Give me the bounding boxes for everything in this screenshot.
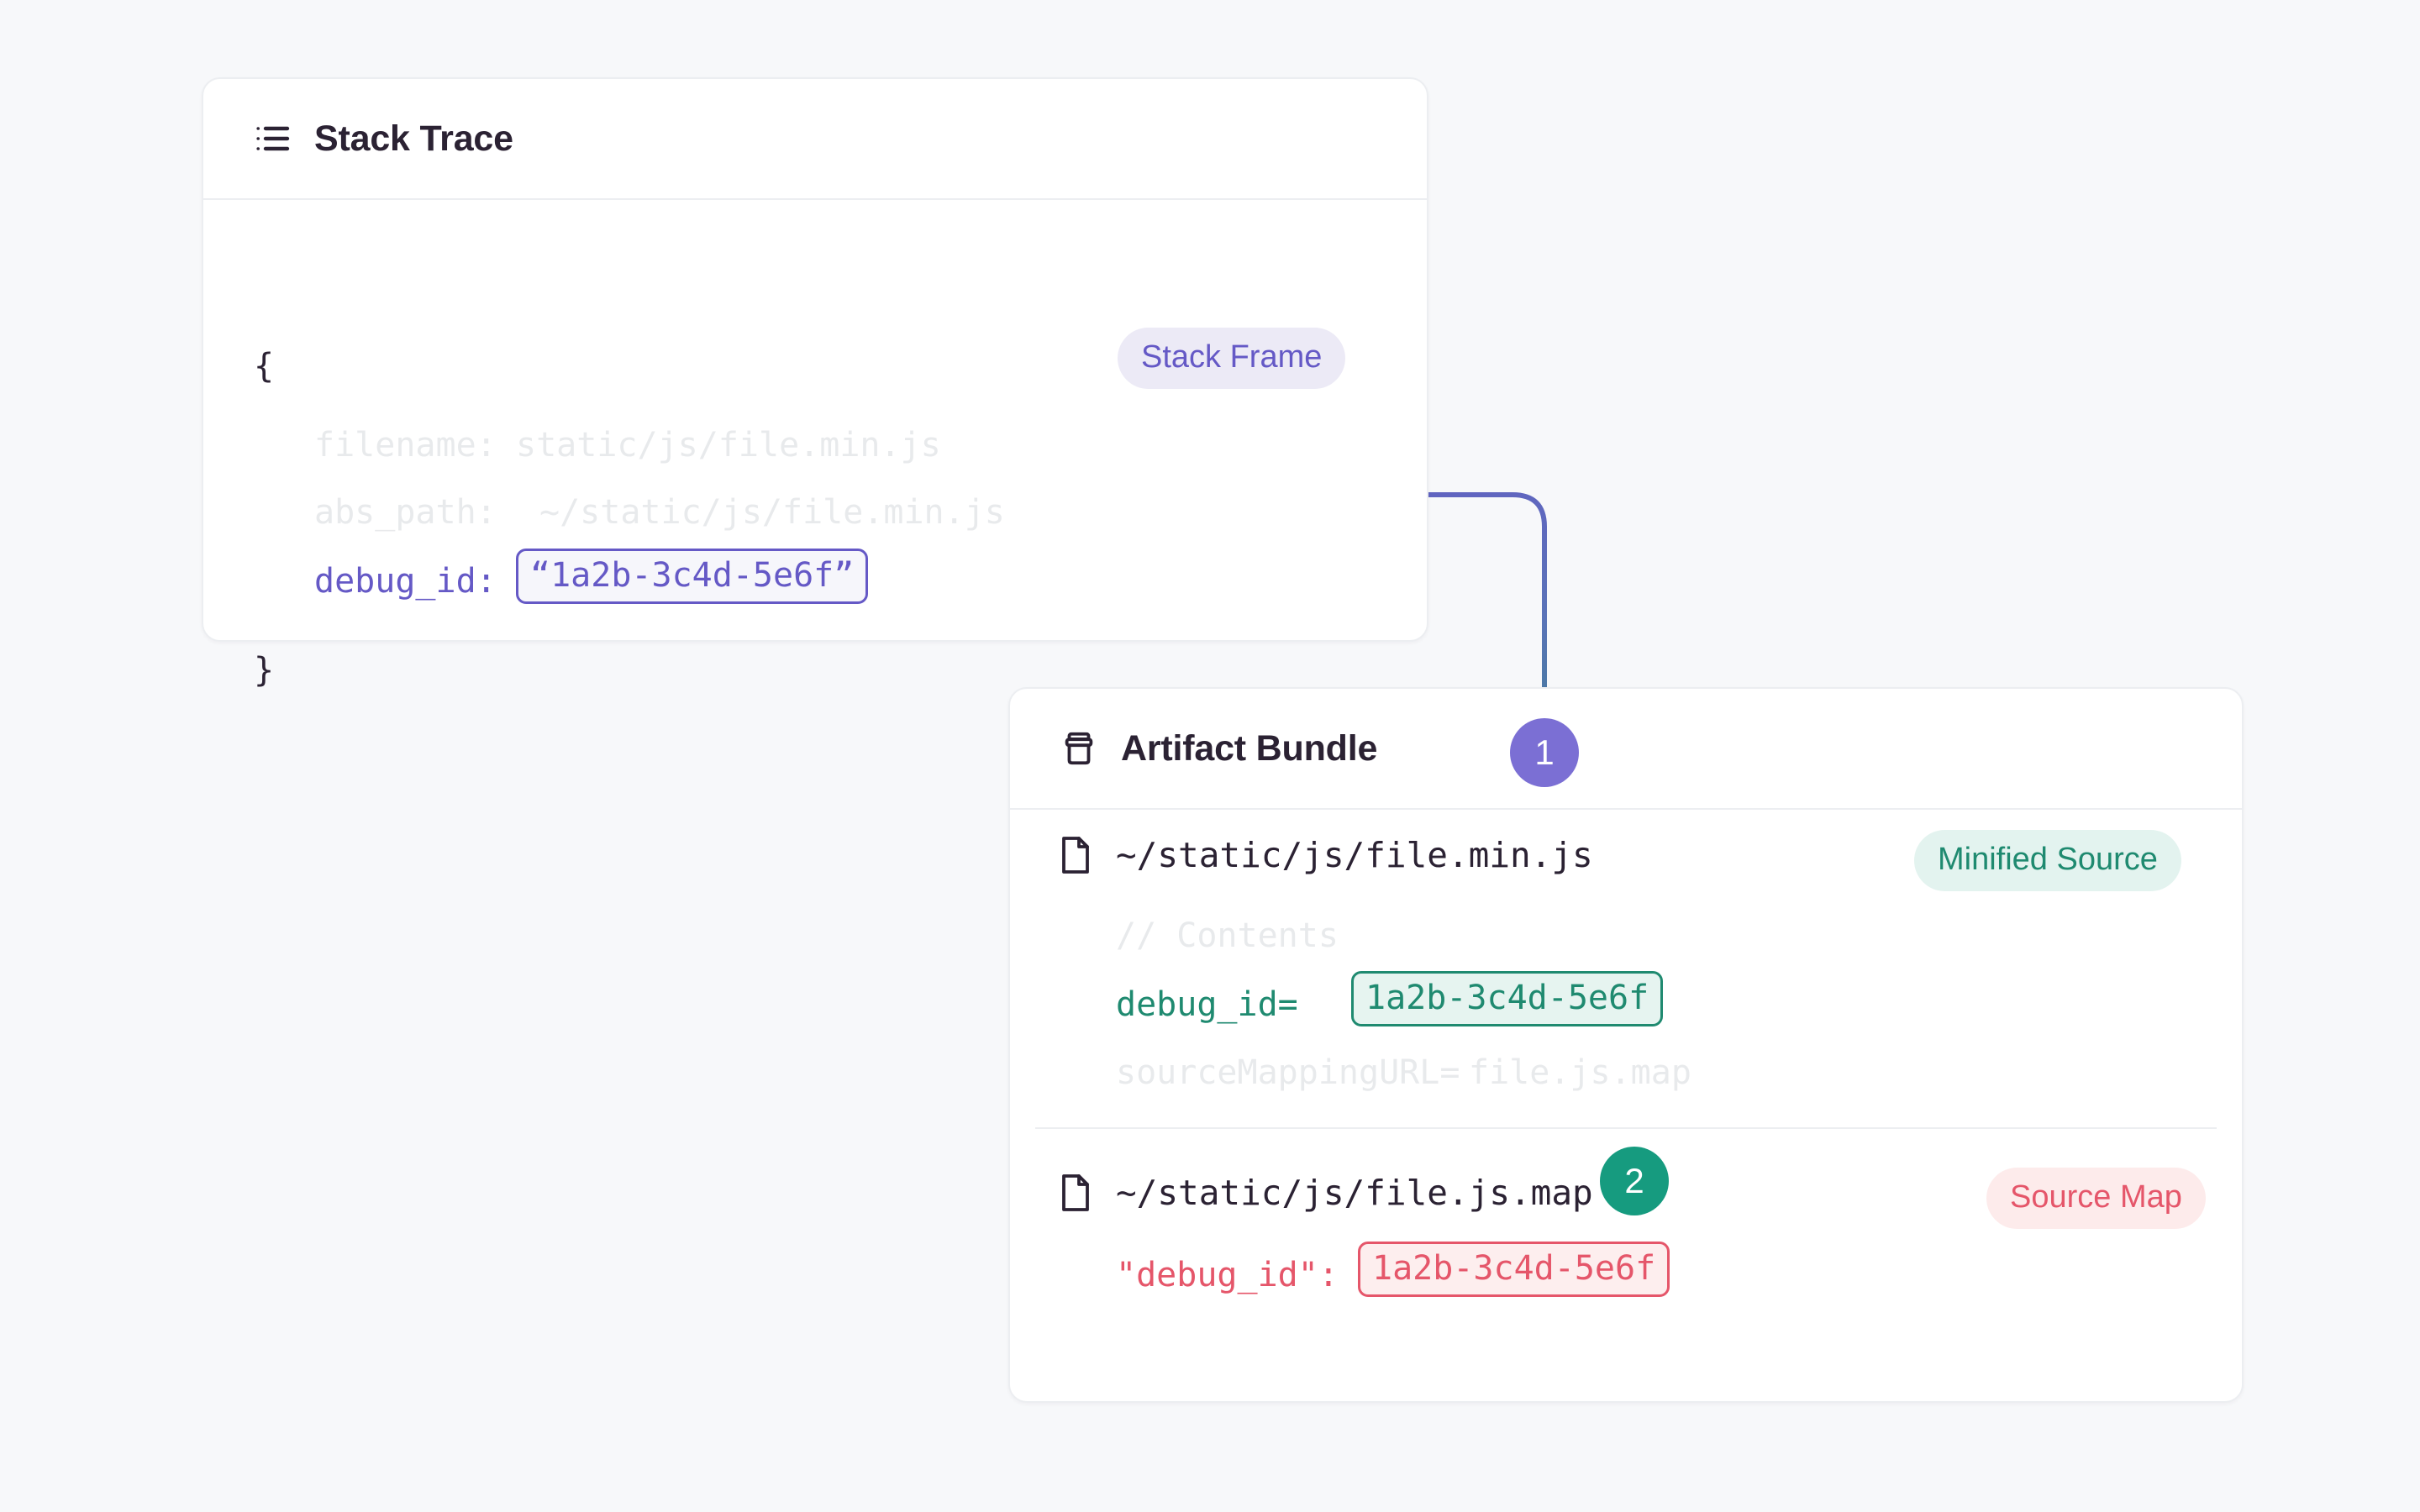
file-icon: [1057, 835, 1094, 875]
list-icon: [252, 118, 292, 159]
bundle-debug-id-value: 1a2b-3c4d-5e6f: [1351, 971, 1664, 1026]
filename-key: filename:: [314, 426, 497, 465]
stack-trace-card: Stack Trace Stack Frame { filename: stat…: [202, 77, 1428, 687]
file-name: ~/static/js/file.min.js: [1116, 834, 1593, 875]
bundle-debug-id-key: debug_id=: [1116, 985, 1298, 1024]
file-row[interactable]: ~/static/js/file.js.map: [1057, 1173, 1593, 1213]
file-name: ~/static/js/file.js.map: [1116, 1172, 1593, 1213]
stack-debug-id-key: debug_id:: [314, 562, 497, 601]
close-brace: }: [254, 651, 275, 690]
file-row[interactable]: ~/static/js/file.min.js: [1057, 835, 1593, 875]
sourcemap-debug-id-key: "debug_id":: [1116, 1256, 1339, 1294]
artifact-bundle-title: Artifact Bundle: [1121, 727, 1378, 769]
file-row-divider: [1035, 1127, 2217, 1129]
step-badge-2: 2: [1600, 1147, 1669, 1215]
stack-trace-header: Stack Trace: [203, 79, 1427, 200]
file-icon: [1057, 1173, 1094, 1213]
source-mapping-url-key: sourceMappingURL=: [1116, 1053, 1460, 1092]
artifact-bundle-header: Artifact Bundle: [1010, 689, 2242, 810]
open-brace: {: [254, 347, 275, 386]
stack-frame-badge: Stack Frame: [1118, 328, 1346, 389]
abs-path-key: abs_path:: [314, 493, 497, 532]
abs-path-value: ~/static/js/file.min.js: [539, 493, 1005, 532]
stack-debug-id-value: “1a2b-3c4d-5e6f”: [516, 549, 869, 604]
artifact-bundle-card: Artifact Bundle ~/static/js/file.min.js …: [1008, 687, 2244, 1403]
stack-trace-title: Stack Trace: [314, 118, 513, 159]
source-map-badge: Source Map: [1986, 1168, 2206, 1229]
contents-comment: // Contents: [1116, 916, 1339, 955]
step-badge-2-label: 2: [1624, 1161, 1644, 1200]
step-badge-1: 1: [1510, 718, 1579, 787]
source-mapping-url-value: file.js.map: [1469, 1053, 1691, 1092]
sourcemap-debug-id-value: 1a2b-3c4d-5e6f: [1358, 1242, 1670, 1297]
container-icon: [1059, 728, 1099, 769]
filename-value: static/js/file.min.js: [516, 426, 941, 465]
step-badge-1-label: 1: [1534, 732, 1555, 772]
minified-source-badge: Minified Source: [1914, 830, 2181, 891]
